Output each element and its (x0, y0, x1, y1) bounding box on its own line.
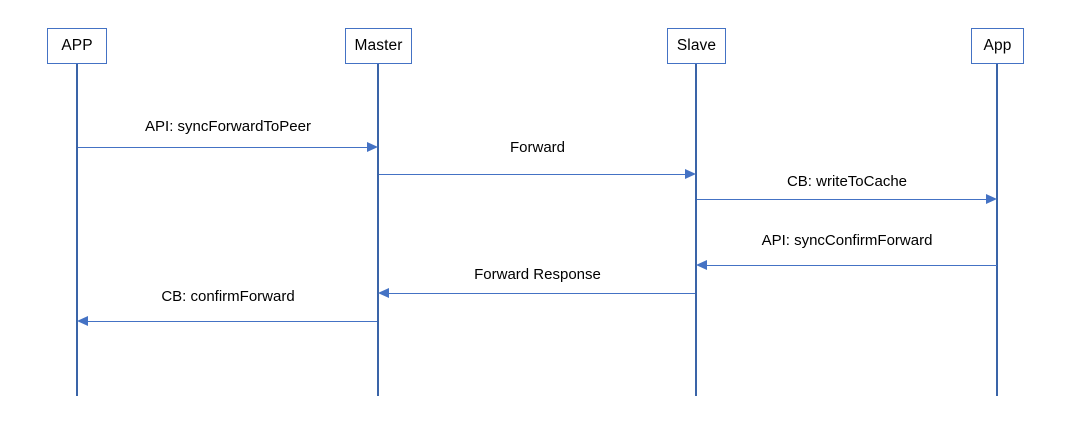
participant-label: APP (61, 37, 93, 55)
message-label: Forward (509, 139, 565, 156)
message-label: API: syncForwardToPeer (145, 118, 311, 135)
participant-box-master[interactable]: Master (345, 28, 412, 64)
message-line (78, 147, 367, 149)
arrow-head-left-icon (696, 260, 707, 270)
message-line (697, 199, 986, 201)
message-line (389, 293, 695, 295)
participant-box-app-right[interactable]: App (971, 28, 1024, 64)
participant-label: Master (354, 37, 403, 55)
arrow-head-left-icon (77, 316, 88, 326)
arrow-head-right-icon (367, 142, 378, 152)
arrow-head-right-icon (986, 194, 997, 204)
arrow-head-right-icon (685, 169, 696, 179)
message-label: CB: writeToCache (786, 173, 908, 190)
lifeline-app-right (996, 64, 998, 396)
message-label: API: syncConfirmForward (761, 232, 933, 249)
message-line (707, 265, 997, 267)
lifeline-slave (695, 64, 697, 396)
message-label: Forward Response (474, 266, 601, 283)
lifeline-master (377, 64, 379, 396)
message-label: CB: confirmForward (161, 288, 295, 305)
participant-box-slave[interactable]: Slave (667, 28, 726, 64)
participant-label: App (983, 37, 1012, 55)
participant-label: Slave (676, 37, 717, 55)
arrow-head-left-icon (378, 288, 389, 298)
lifeline-app-left (76, 64, 78, 396)
message-line (88, 321, 377, 323)
participant-box-app-left[interactable]: APP (47, 28, 107, 64)
message-line (379, 174, 685, 176)
